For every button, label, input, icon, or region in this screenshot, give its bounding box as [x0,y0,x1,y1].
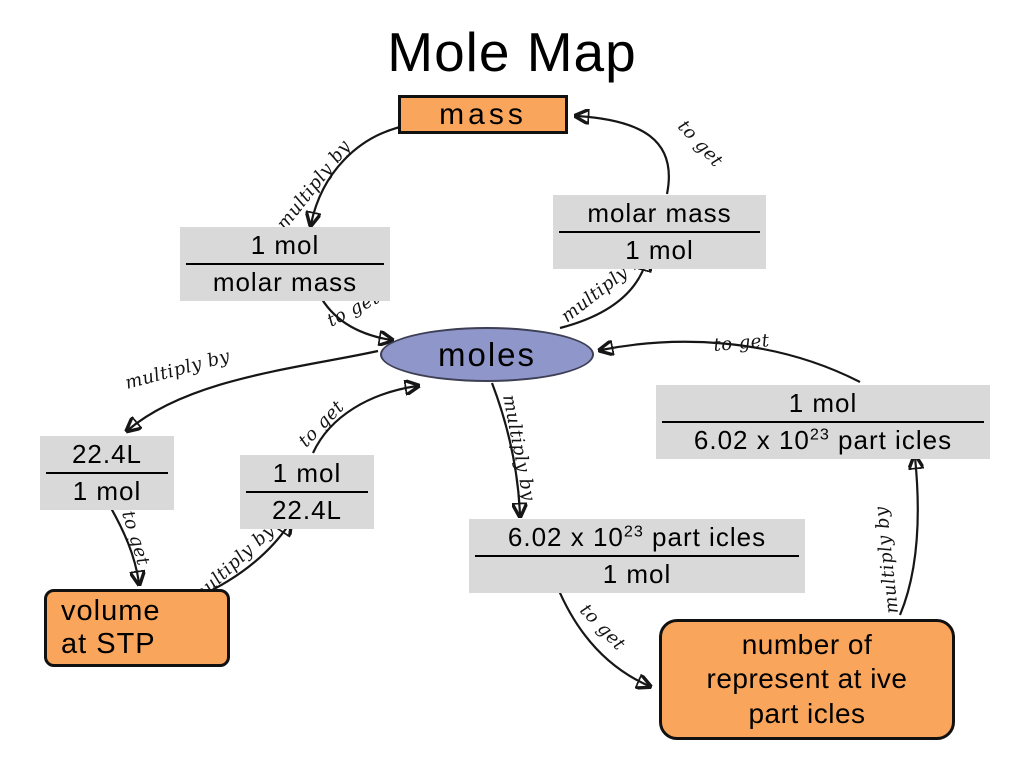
numerator-base: 6.02 x 10 [507,522,624,552]
denominator: 6.02 x 1023 part icles [662,425,984,456]
numerator: 1 mol [788,388,858,418]
label-to-get: to get [713,330,771,356]
denominator-unit: part icles [829,425,953,455]
particles-line3: part icles [748,697,866,729]
numerator: 6.02 x 1023 part icles [475,522,799,553]
denominator: molar mass [212,267,358,297]
label-multiply-by: multiply by [272,136,355,234]
fraction-molar-mass-per-mol: molar mass 1 mol [553,195,766,269]
fraction-liters-per-mol: 22.4L 1 mol [40,436,174,510]
label-to-get: to get [117,508,154,568]
node-volume-at-stp: volume at STP [44,589,230,667]
denominator: 22.4L [271,495,343,525]
label-to-get: to get [294,396,348,451]
numerator: 1 mol [250,230,320,260]
fraction-bar [46,472,168,474]
denominator: 1 mol [72,476,142,506]
volume-line2: at STP [61,628,156,660]
fraction-particles-per-mol: 6.02 x 1023 part icles 1 mol [469,519,805,593]
particles-line1: number of [741,629,873,661]
arrow-mol-per-liters-to-moles [312,386,417,454]
fraction-bar [186,263,384,265]
arrow-molar-mass-per-mol-to-mass [577,116,670,195]
particles-line2: represent at ive [706,663,908,695]
label-to-get: to get [575,600,629,655]
label-multiply-by: multiply by [871,505,903,615]
volume-line1: volume [61,594,161,627]
fraction-bar [662,421,984,423]
denominator: 1 mol [625,235,694,265]
numerator-exponent: 23 [623,522,644,541]
page-title: Mole Map [387,21,637,83]
label-multiply-by: multiply by [498,393,539,503]
node-mass: mass [398,95,568,134]
fraction-bar [475,555,799,557]
fraction-bar [246,491,368,493]
node-representative-particles: number of represent at ive part icles [659,619,955,740]
denominator-base: 6.02 x 10 [693,425,810,455]
fraction-mol-per-particles: 1 mol 6.02 x 1023 part icles [656,385,990,459]
fraction-mol-per-liters: 1 mol 22.4L [240,455,374,529]
arrow-mass-to-mol-per-molar-mass [311,125,401,224]
numerator: 22.4L [71,439,143,469]
arrow-mol-per-particles-to-moles [601,342,861,383]
arrow-particles-per-mol-to-particles [555,585,649,686]
numerator: molar mass [587,198,732,228]
numerator: 1 mol [272,458,342,488]
label-to-get: to get [673,116,727,172]
fraction-mol-per-molar-mass: 1 mol molar mass [180,227,390,301]
denominator: 1 mol [602,559,672,589]
arrow-moles-to-molar-mass-per-mol [559,259,647,330]
arrow-moles-to-particles-per-mol [490,382,520,515]
arrow-particles-to-mol-per-particles [898,457,918,616]
arrow-moles-to-liters-per-mol [128,349,379,430]
fraction-bar [559,231,760,233]
node-moles: moles [380,327,594,382]
denominator-exponent: 23 [809,425,830,444]
numerator-unit: part icles [643,522,767,552]
arrow-liters-per-mol-to-volume [106,500,139,583]
